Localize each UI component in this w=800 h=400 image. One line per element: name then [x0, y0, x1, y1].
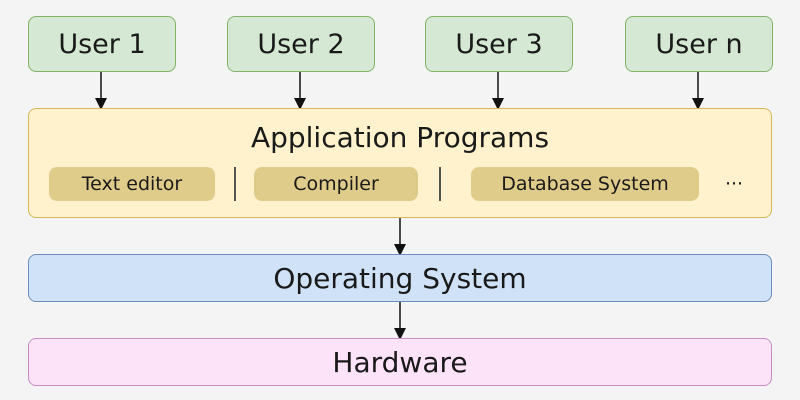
user-1-box: User 1	[28, 16, 176, 72]
user-3-box: User 3	[425, 16, 573, 72]
program-compiler: Compiler	[254, 167, 418, 201]
user-n-box: User n	[625, 16, 773, 72]
program-text-editor: Text editor	[49, 167, 215, 201]
hardware-box: Hardware	[28, 338, 772, 386]
operating-system-box: Operating System	[28, 254, 772, 302]
more-programs-ellipsis: ···	[724, 173, 744, 195]
application-programs-title: Application Programs	[250, 121, 550, 154]
program-separator	[439, 167, 441, 201]
program-separator	[234, 167, 236, 201]
application-programs-box: Application Programs Text editor Compile…	[28, 108, 772, 218]
user-2-box: User 2	[227, 16, 375, 72]
program-database-system: Database System	[471, 167, 699, 201]
